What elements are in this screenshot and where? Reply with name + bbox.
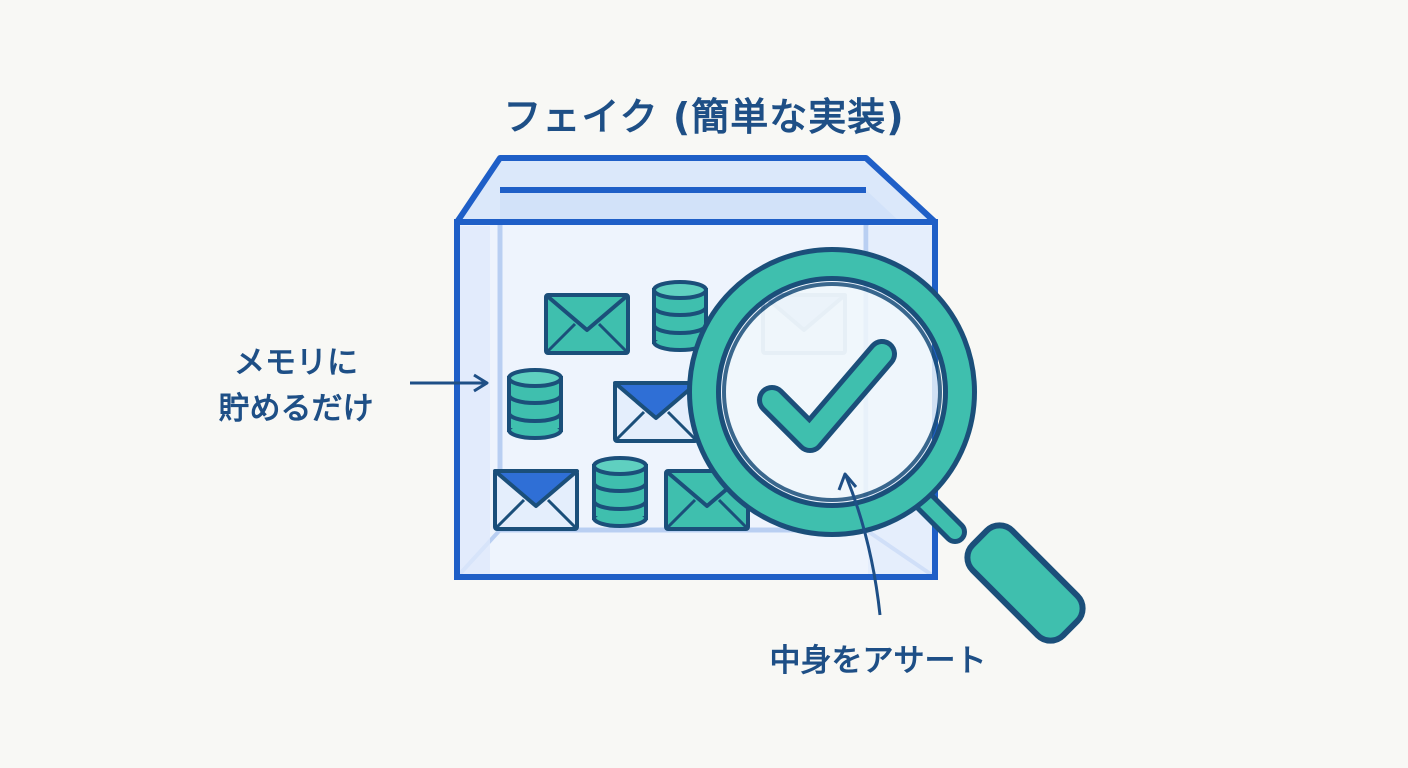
- arrow-to-magnifier: [837, 472, 882, 616]
- checkmark-icon: [757, 339, 897, 453]
- store-label-line-2: 貯めるだけ: [218, 391, 374, 427]
- envelope-icon: [544, 293, 630, 355]
- diagram-title: フェイク (簡単な実装): [503, 95, 905, 139]
- envelope-icon: [493, 469, 579, 531]
- arrow-to-box: [410, 373, 489, 393]
- store-in-memory-label: メモリに 貯めるだけ: [196, 340, 396, 432]
- magnifier-icon: [687, 247, 1086, 644]
- database-icon: [507, 368, 563, 440]
- envelope-icon: [613, 381, 699, 443]
- assert-contents-label: 中身をアサート: [769, 643, 987, 679]
- store-label-line-1: メモリに: [234, 345, 358, 381]
- database-icon: [592, 456, 648, 528]
